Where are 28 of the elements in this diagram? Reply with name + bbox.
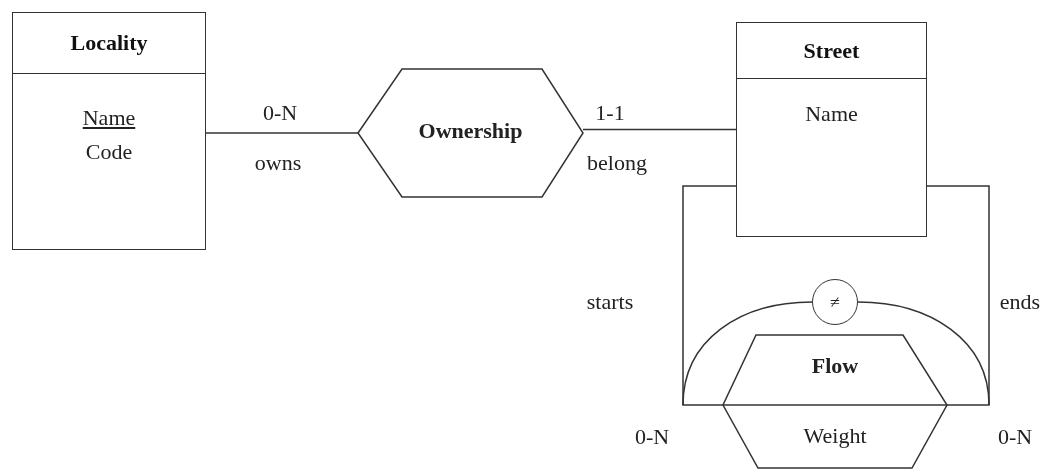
role-label: belong [587,150,647,176]
attribute-text: Code [85,138,133,166]
attribute-text: Name [805,100,858,128]
connector-line [926,185,990,406]
attribute-text: Weight [802,423,868,449]
connector-line [857,301,990,406]
relationship-title: Ownership [417,118,524,144]
connector-line [205,132,359,134]
entity-box [12,12,206,250]
connector-line [682,185,737,406]
attribute-text: Name [82,104,136,132]
role-label: ends [999,289,1041,315]
role-label: owns [254,150,302,176]
relationship-hexagon [358,69,583,197]
connector-line [682,301,813,406]
cardinality-label: 1-1 [595,100,625,126]
entity-box [736,22,927,237]
cardinality-label: 0-N [634,424,670,450]
entity-title: Street [803,37,860,64]
relationship-title: Flow [810,353,860,379]
cardinality-label: 0-N [997,424,1033,450]
relationship-shape [723,335,947,468]
connector-line [582,128,737,131]
cardinality-label: 0-N [262,100,298,126]
role-label: starts [586,289,634,315]
constraint-circle [812,279,858,325]
entity-title: Locality [70,30,148,56]
constraint-symbol: ≠ [830,291,840,313]
